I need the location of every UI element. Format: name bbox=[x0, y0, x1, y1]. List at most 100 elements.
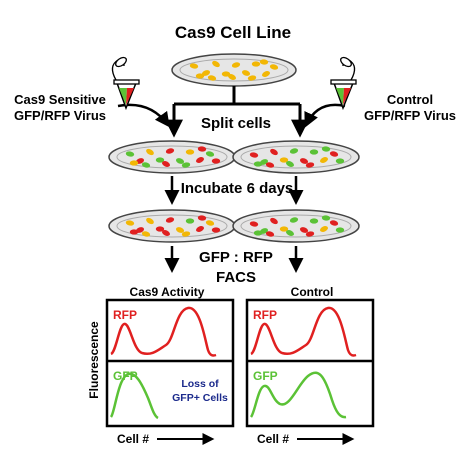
cell bbox=[141, 162, 151, 168]
cell bbox=[265, 162, 275, 168]
cell bbox=[196, 226, 204, 232]
left-virus-label-line1: Cas9 Sensitive bbox=[14, 92, 106, 107]
cell bbox=[212, 60, 220, 68]
cell bbox=[241, 70, 251, 76]
cell bbox=[165, 148, 175, 154]
left-virus-arrow bbox=[117, 103, 170, 128]
cell bbox=[279, 157, 289, 163]
cell bbox=[129, 160, 139, 166]
cell bbox=[329, 220, 339, 226]
left-virus-tube-icon bbox=[111, 56, 140, 111]
right-x-axis-label: Cell # bbox=[257, 432, 289, 446]
left-incubated-dish bbox=[108, 209, 236, 243]
cell bbox=[146, 148, 154, 156]
cell bbox=[270, 217, 278, 225]
cell bbox=[309, 218, 319, 224]
right-incubated-dish bbox=[232, 209, 360, 243]
cell bbox=[207, 75, 217, 81]
cell bbox=[286, 230, 294, 236]
cell bbox=[205, 151, 215, 157]
cell bbox=[249, 152, 259, 158]
cell bbox=[259, 59, 269, 65]
cell bbox=[253, 230, 263, 236]
loss-label-line1: Loss of bbox=[181, 378, 219, 390]
cell bbox=[309, 149, 319, 155]
cell bbox=[270, 148, 278, 156]
cell bbox=[335, 158, 345, 164]
cell bbox=[125, 151, 135, 157]
cell bbox=[205, 220, 215, 226]
cell bbox=[231, 62, 241, 68]
cell bbox=[129, 229, 139, 235]
right-virus-label-line2: GFP/RFP Virus bbox=[364, 108, 456, 123]
cell bbox=[181, 162, 191, 168]
right-panel-title: Control bbox=[291, 285, 334, 299]
cell bbox=[305, 162, 315, 168]
left-panel-title: Cas9 Activity bbox=[130, 285, 205, 299]
split-connector bbox=[165, 86, 309, 138]
cell bbox=[329, 151, 339, 157]
cell bbox=[286, 161, 294, 167]
cell bbox=[335, 227, 345, 233]
mixed-cells bbox=[249, 146, 345, 168]
parent-culture-dish bbox=[171, 53, 297, 87]
cell bbox=[141, 231, 151, 237]
gfp-histogram bbox=[109, 372, 159, 420]
rfp-histogram bbox=[250, 306, 357, 357]
cell bbox=[125, 220, 135, 226]
cell bbox=[165, 217, 175, 223]
left-x-axis-label: Cell # bbox=[117, 432, 149, 446]
cell bbox=[181, 231, 191, 237]
facs-label: FACS bbox=[216, 269, 256, 286]
cell bbox=[185, 218, 195, 224]
loss-label-line2: GFP+ Cells bbox=[172, 392, 228, 404]
cell bbox=[228, 74, 236, 80]
cell bbox=[247, 75, 257, 81]
mixed-cells bbox=[125, 215, 221, 237]
cell bbox=[262, 71, 270, 77]
cell bbox=[269, 64, 279, 70]
cell bbox=[321, 215, 331, 221]
rfp-label: RFP bbox=[113, 308, 137, 322]
cell bbox=[299, 158, 309, 164]
cell bbox=[279, 226, 289, 232]
cell bbox=[253, 161, 263, 167]
cell bbox=[196, 157, 204, 163]
gfp-label: GFP bbox=[253, 369, 278, 383]
rfp-label: RFP bbox=[253, 308, 277, 322]
cell bbox=[146, 217, 154, 225]
cell bbox=[299, 227, 309, 233]
y-axis-label: Fluorescence bbox=[87, 321, 101, 399]
cell bbox=[211, 158, 221, 164]
cell bbox=[162, 230, 170, 236]
cell bbox=[289, 148, 299, 154]
right-virus-tube-icon bbox=[330, 56, 357, 111]
cell bbox=[175, 227, 185, 233]
right-infected-dish bbox=[232, 140, 360, 174]
left-facs-panel: RFP GFP Loss of GFP+ Cells bbox=[105, 298, 235, 428]
cell bbox=[197, 146, 207, 152]
right-virus-label-line1: Control bbox=[387, 92, 433, 107]
cell bbox=[197, 215, 207, 221]
gfp-histogram bbox=[249, 371, 347, 419]
rfp-histogram bbox=[110, 306, 217, 357]
left-infected-dish bbox=[108, 140, 236, 174]
cell bbox=[189, 63, 199, 69]
cell bbox=[320, 157, 328, 163]
cell bbox=[195, 73, 205, 79]
ratio-label: GFP : RFP bbox=[199, 249, 273, 266]
cell bbox=[162, 161, 170, 167]
cell bbox=[321, 146, 331, 152]
cell bbox=[211, 227, 221, 233]
cell bbox=[251, 61, 261, 67]
left-virus-label-line2: GFP/RFP Virus bbox=[14, 108, 106, 123]
cell bbox=[265, 231, 275, 237]
mixed-cells bbox=[249, 215, 345, 237]
incubate-label: Incubate 6 days bbox=[181, 180, 294, 197]
cell bbox=[175, 158, 185, 164]
cell bbox=[185, 149, 195, 155]
yellow-cells bbox=[189, 59, 279, 81]
cell bbox=[155, 157, 165, 163]
cell bbox=[221, 71, 231, 77]
